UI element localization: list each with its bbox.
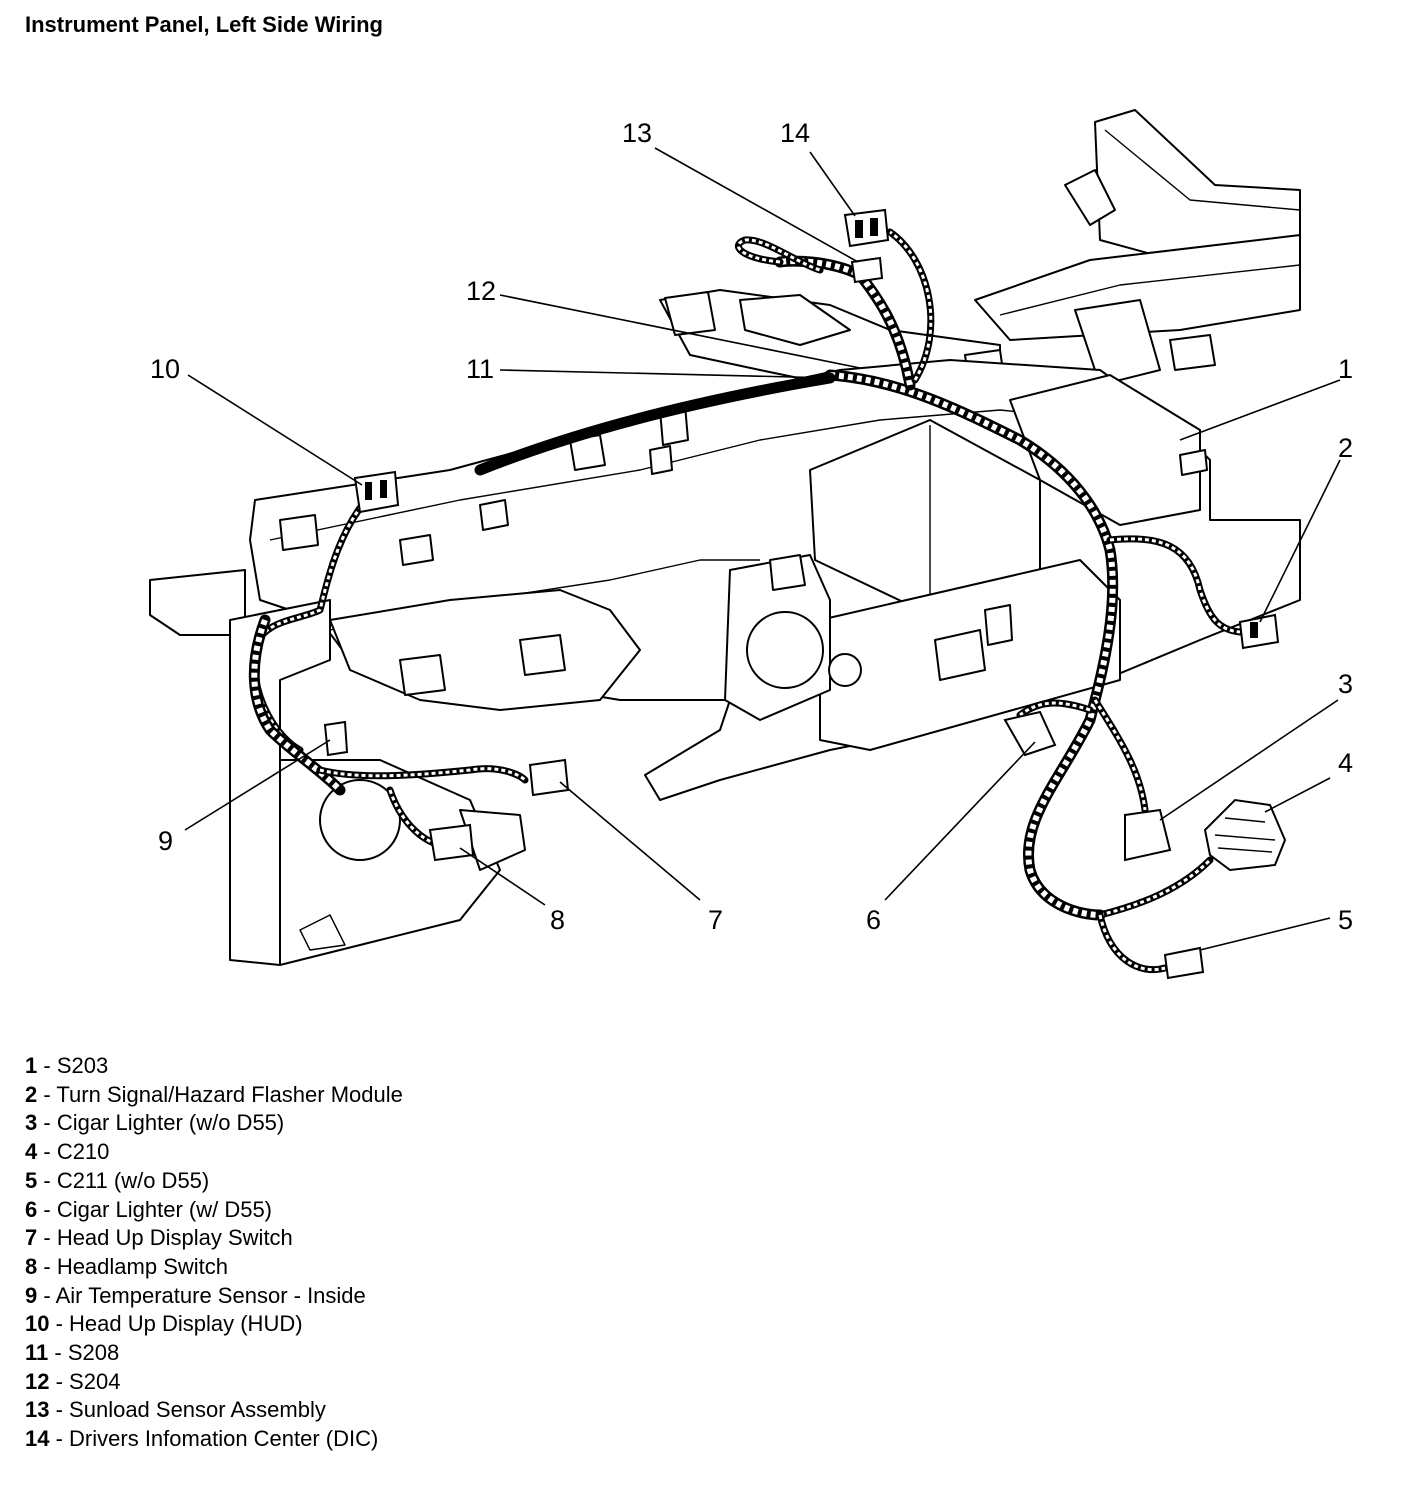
wire-harness (248, 228, 1244, 974)
callout-numbers: 1 2 3 4 5 6 7 8 9 10 11 12 13 14 (150, 118, 1353, 935)
callout-9: 9 (158, 826, 173, 856)
callout-1: 1 (1338, 354, 1353, 384)
legend-item: 8 - Headlamp Switch (25, 1253, 228, 1279)
legend-item: 12 - S204 (25, 1368, 121, 1394)
legend-item: 5 - C211 (w/o D55) (25, 1167, 210, 1193)
callout-8: 8 (550, 905, 565, 935)
legend-item: 6 - Cigar Lighter (w/ D55) (25, 1196, 272, 1222)
legend-item: 10 - Head Up Display (HUD) (25, 1311, 303, 1337)
legend-item: 13 - Sunload Sensor Assembly (25, 1397, 326, 1423)
connectors (323, 208, 1287, 980)
callout-11: 11 (466, 354, 494, 384)
legend-item: 11 - S208 (25, 1340, 120, 1366)
page-title: Instrument Panel, Left Side Wiring (25, 12, 383, 37)
callout-3: 3 (1338, 669, 1353, 699)
callout-7: 7 (708, 905, 723, 935)
legend-item: 1 - S203 (25, 1053, 109, 1078)
legend-item: 3 - Cigar Lighter (w/o D55) (25, 1110, 285, 1136)
legend-item: 9 - Air Temperature Sensor - Inside (25, 1282, 366, 1308)
callout-2: 2 (1338, 433, 1353, 463)
leader-lines (184, 147, 1341, 951)
legend-item: 2 - Turn Signal/Hazard Flasher Module (25, 1081, 403, 1107)
instrument-panel-frame (149, 109, 1301, 966)
callout-6: 6 (866, 905, 881, 935)
legend-item: 14 - Drivers Infomation Center (DIC) (25, 1426, 379, 1452)
legend-item: 7 - Head Up Display Switch (25, 1225, 293, 1251)
wiring-diagram: 1 2 3 4 5 6 7 8 9 10 11 12 13 14 (149, 109, 1353, 980)
callout-12: 12 (466, 276, 496, 306)
callout-14: 14 (780, 118, 810, 148)
callout-13: 13 (622, 118, 652, 148)
callout-4: 4 (1338, 748, 1353, 778)
callout-10: 10 (150, 354, 180, 384)
callout-5: 5 (1338, 905, 1353, 935)
legend-item: 4 - C210 (25, 1139, 110, 1165)
legend: 1 - S203 2 - Turn Signal/Hazard Flasher … (25, 1052, 403, 1454)
